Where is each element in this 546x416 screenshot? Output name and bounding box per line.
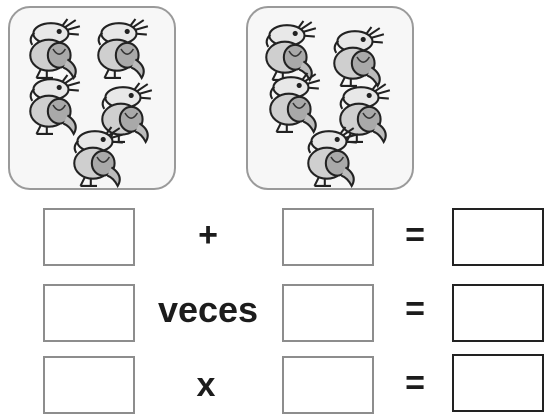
bird-icon bbox=[22, 18, 84, 80]
answer-box-row3-b[interactable] bbox=[282, 356, 374, 414]
times-sign: x bbox=[196, 366, 216, 404]
bird-icon bbox=[66, 126, 128, 188]
bird-icon bbox=[90, 18, 152, 80]
answer-box-row2-b[interactable] bbox=[282, 284, 374, 342]
veces-label: veces bbox=[157, 289, 259, 330]
equals-sign-row2: = bbox=[405, 290, 425, 328]
answer-box-row2-a[interactable] bbox=[43, 284, 135, 342]
bird-icon bbox=[300, 126, 362, 188]
answer-box-row3-result[interactable] bbox=[452, 354, 544, 412]
answer-box-row1-a[interactable] bbox=[43, 208, 135, 266]
equals-sign-row3: = bbox=[405, 364, 425, 402]
bird-icon bbox=[262, 72, 324, 134]
plus-sign: + bbox=[198, 216, 218, 254]
answer-box-row1-b[interactable] bbox=[282, 208, 374, 266]
bird-group-right bbox=[246, 6, 414, 190]
bird-icon bbox=[326, 26, 388, 88]
answer-box-row1-result[interactable] bbox=[452, 208, 544, 266]
answer-box-row3-a[interactable] bbox=[43, 356, 135, 414]
bird-group-left bbox=[8, 6, 176, 190]
equals-sign-row1: = bbox=[405, 216, 425, 254]
answer-box-row2-result[interactable] bbox=[452, 284, 544, 342]
